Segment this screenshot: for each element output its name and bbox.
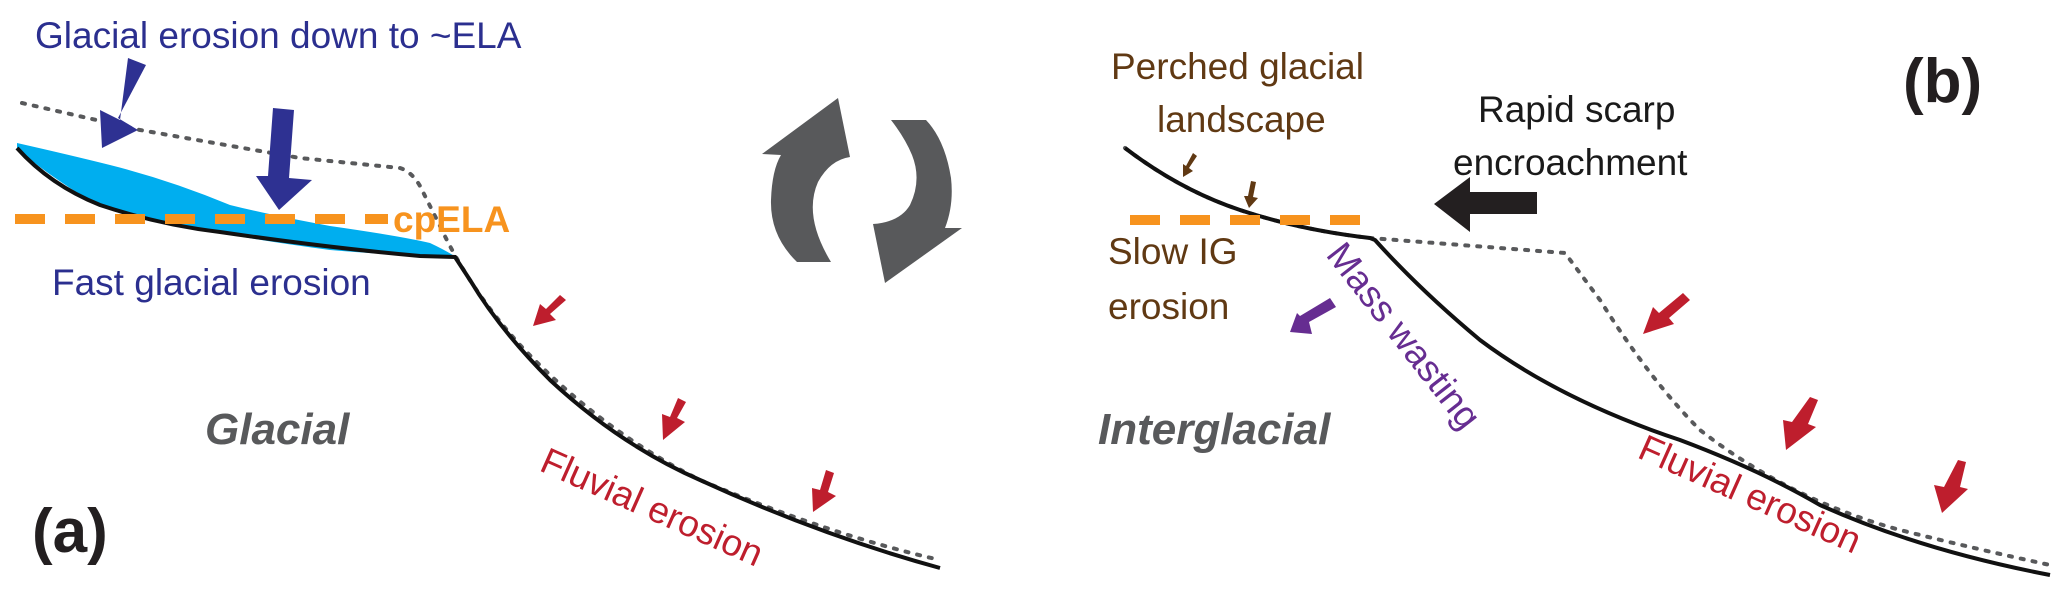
slow-ig-erosion-label-line1: Slow IG — [1108, 231, 1238, 272]
fluvial-erosion-arrow — [812, 470, 836, 512]
perched-landscape-label-line2: landscape — [1157, 99, 1326, 140]
scarp-encroachment-label-line1: Rapid scarp — [1478, 89, 1675, 130]
cycle-arrow-right — [873, 120, 962, 283]
glacial-erosion-label: Glacial erosion down to ~ELA — [35, 15, 522, 56]
panel-b-initial-profile — [1123, 146, 2052, 567]
cpela-label: cpELA — [393, 199, 510, 240]
glacial-erosion-arrow — [100, 58, 146, 148]
mass-wasting-label: Mass wasting — [1319, 235, 1489, 437]
panel-b: Perched glacial landscape Rapid scarp en… — [1098, 46, 2052, 577]
fluvial-erosion-label-a: Fluvial erosion — [535, 440, 770, 574]
scarp-encroachment-label-line2: encroachment — [1453, 142, 1688, 183]
fluvial-erosion-arrow — [1643, 293, 1690, 334]
panel-b-bed-profile — [1123, 146, 2051, 577]
panel-a: Glacial erosion down to ~ELA cpELA Fast … — [15, 15, 942, 574]
cycle-arrow-left — [762, 98, 850, 262]
fluvial-erosion-arrow — [662, 398, 686, 440]
panel-a-label: (a) — [32, 497, 108, 566]
glacial-erosion-arrow — [256, 108, 312, 210]
slow-ig-erosion-label-line2: erosion — [1108, 286, 1229, 327]
fluvial-erosion-arrow — [533, 295, 566, 326]
interglacial-regime-label: Interglacial — [1098, 405, 1331, 454]
fluvial-erosion-arrow — [1783, 397, 1818, 450]
panel-a-initial-profile — [20, 101, 942, 562]
fluvial-erosion-label-b: Fluvial erosion — [1633, 427, 1868, 561]
glacier-ice — [17, 143, 456, 257]
cycle-arrows-icon — [762, 98, 962, 283]
glacial-regime-label: Glacial — [205, 405, 350, 454]
panel-b-label: (b) — [1903, 47, 1982, 116]
panel-a-bed-profile — [15, 146, 941, 570]
perched-landscape-label-line1: Perched glacial — [1111, 46, 1364, 87]
perched-landscape-arrow — [1244, 181, 1258, 208]
fast-glacial-erosion-label: Fast glacial erosion — [52, 262, 371, 303]
fluvial-erosion-arrow — [1934, 460, 1968, 513]
scarp-encroachment-arrow — [1434, 177, 1537, 232]
perched-landscape-arrow — [1183, 153, 1197, 177]
mass-wasting-arrow — [1290, 298, 1336, 334]
